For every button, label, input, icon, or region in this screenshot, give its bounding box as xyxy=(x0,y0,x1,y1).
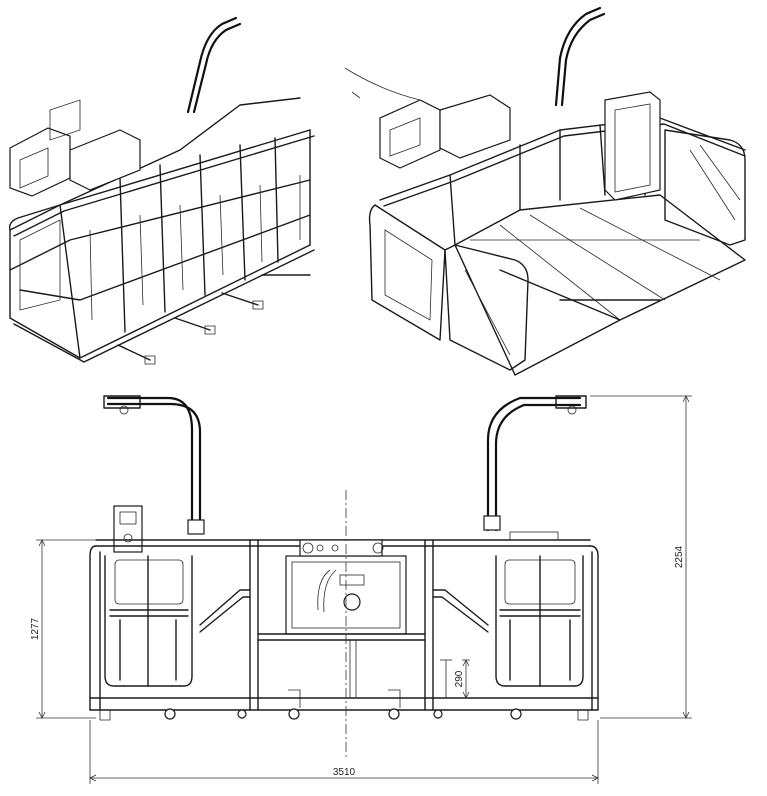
dimension-total-width: 3510 xyxy=(333,767,356,778)
dimension-total-height: 2254 xyxy=(674,545,685,568)
dimension-rail-height: 1277 xyxy=(30,617,41,640)
isometric-view-left xyxy=(8,16,315,365)
dimension-lines xyxy=(36,395,692,784)
isometric-view-right xyxy=(344,6,746,376)
front-elevation xyxy=(89,395,599,760)
dimension-step-height: 290 xyxy=(454,670,465,687)
